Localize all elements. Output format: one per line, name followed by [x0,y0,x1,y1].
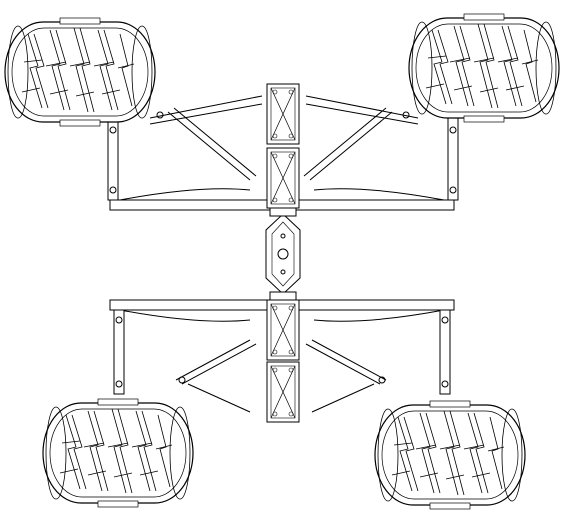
center-pivot-hub [265,207,301,301]
front-right-wheel [408,13,560,123]
center-spine [265,83,301,423]
rear-left-wheel [42,398,194,508]
rear-right-wheel [374,400,526,510]
front-left-wheel [4,17,156,127]
